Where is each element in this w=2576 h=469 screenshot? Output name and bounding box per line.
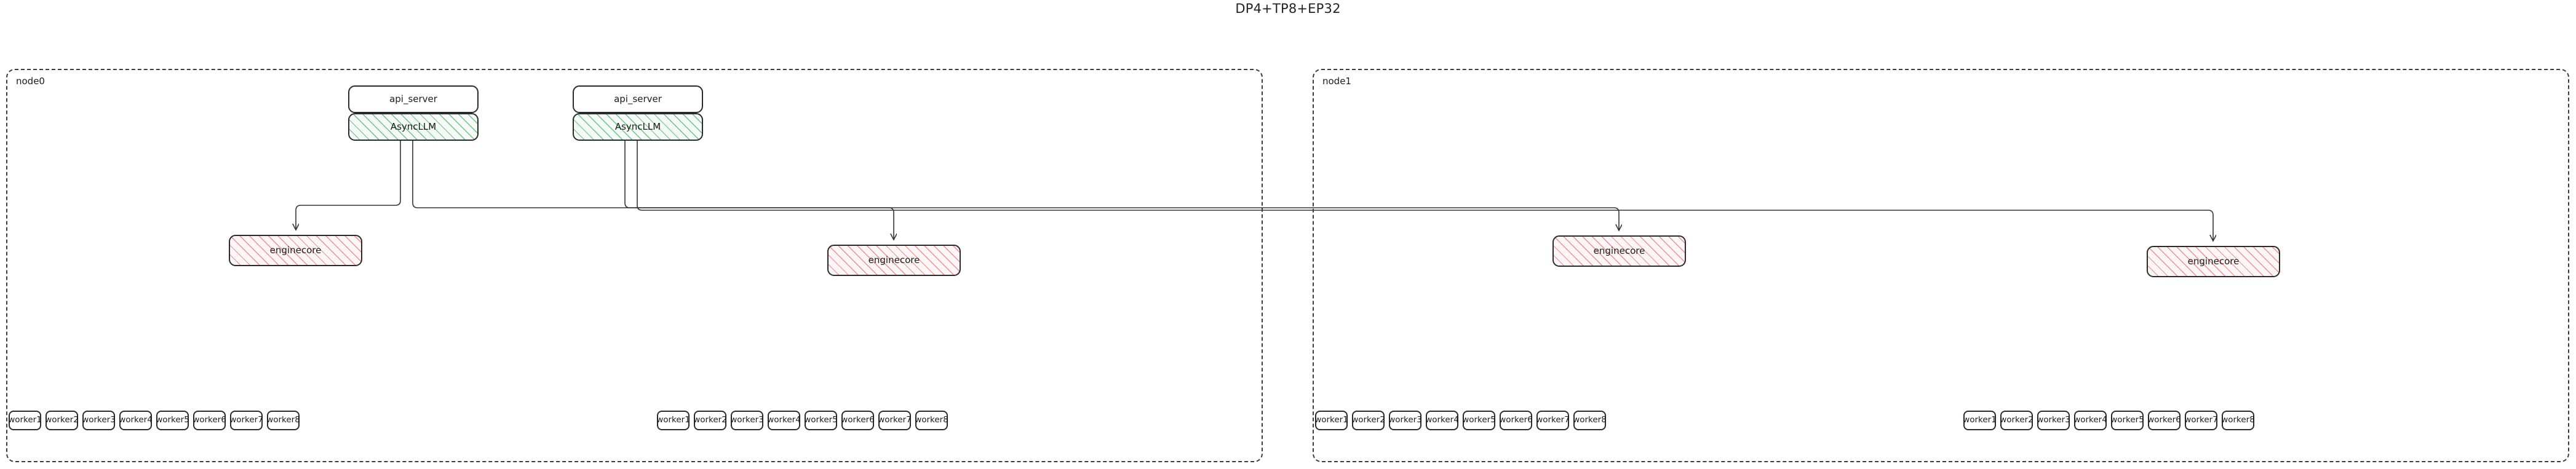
worker-box-node0-1-3-label: worker4 [767, 415, 801, 425]
enginecore-box-node1-0-label: enginecore [1593, 245, 1645, 256]
node-group-node1: node1 [1313, 69, 2569, 462]
worker-box-node0-1-4-label: worker5 [804, 415, 838, 425]
worker-box-node0-0-1-label: worker2 [45, 415, 79, 425]
worker-box-node1-0-5[interactable]: worker6 [1499, 411, 1533, 430]
worker-box-node0-0-2-label: worker3 [82, 415, 116, 425]
worker-box-node0-0-7-label: worker8 [266, 415, 300, 425]
worker-box-node0-1-1[interactable]: worker2 [693, 411, 727, 430]
worker-box-node1-0-4-label: worker5 [1462, 415, 1496, 425]
enginecore-box-node0-1-label: enginecore [868, 254, 920, 266]
worker-box-node1-0-0[interactable]: worker1 [1314, 411, 1348, 430]
worker-box-node1-0-7-label: worker8 [1573, 415, 1607, 425]
worker-box-node0-0-0[interactable]: worker1 [8, 411, 42, 430]
worker-box-node0-0-2[interactable]: worker3 [82, 411, 116, 430]
worker-box-node1-1-5[interactable]: worker6 [2147, 411, 2181, 430]
asyncllm-box-node0-0-label: AsyncLLM [390, 121, 437, 132]
node-group-node0: node0 [6, 69, 1263, 462]
node-label-node0: node0 [16, 76, 45, 87]
worker-box-node1-0-7[interactable]: worker8 [1573, 411, 1607, 430]
enginecore-box-node1-0[interactable]: enginecore [1552, 235, 1686, 267]
worker-box-node1-0-4[interactable]: worker5 [1462, 411, 1496, 430]
worker-box-node0-1-2[interactable]: worker3 [730, 411, 764, 430]
worker-box-node1-1-6[interactable]: worker7 [2184, 411, 2218, 430]
worker-box-node0-1-1-label: worker2 [693, 415, 727, 425]
worker-box-node0-0-6[interactable]: worker7 [229, 411, 263, 430]
worker-box-node0-0-3[interactable]: worker4 [119, 411, 153, 430]
enginecore-box-node1-1[interactable]: enginecore [2147, 246, 2280, 277]
worker-box-node0-1-4[interactable]: worker5 [804, 411, 838, 430]
worker-box-node1-1-6-label: worker7 [2184, 415, 2218, 425]
worker-box-node0-1-2-label: worker3 [730, 415, 764, 425]
worker-box-node1-0-3[interactable]: worker4 [1425, 411, 1459, 430]
worker-box-node1-0-6[interactable]: worker7 [1536, 411, 1570, 430]
asyncllm-box-node0-0[interactable]: AsyncLLM [348, 113, 479, 141]
worker-box-node0-0-3-label: worker4 [119, 415, 153, 425]
worker-box-node1-1-4-label: worker5 [2110, 415, 2144, 425]
worker-box-node1-1-7-label: worker8 [2221, 415, 2255, 425]
worker-box-node0-0-4[interactable]: worker5 [156, 411, 189, 430]
worker-box-node1-0-3-label: worker4 [1425, 415, 1459, 425]
worker-box-node1-0-2-label: worker3 [1388, 415, 1422, 425]
api-server-box-node0-1[interactable]: api_server [573, 85, 703, 113]
worker-box-node0-1-5-label: worker6 [841, 415, 875, 425]
worker-box-node0-1-7-label: worker8 [915, 415, 948, 425]
api-server-box-node0-0-label: api_server [389, 93, 437, 104]
worker-box-node0-1-0-label: worker1 [656, 415, 690, 425]
enginecore-box-node0-0-label: enginecore [269, 245, 322, 256]
enginecore-box-node0-0[interactable]: enginecore [229, 235, 362, 266]
worker-box-node0-0-5-label: worker6 [193, 415, 226, 425]
worker-box-node0-1-6[interactable]: worker7 [878, 411, 912, 430]
worker-box-node1-0-6-label: worker7 [1536, 415, 1570, 425]
enginecore-box-node0-1[interactable]: enginecore [827, 245, 961, 276]
worker-box-node0-0-4-label: worker5 [156, 415, 189, 425]
worker-box-node1-0-0-label: worker1 [1314, 415, 1348, 425]
worker-box-node0-1-0[interactable]: worker1 [656, 411, 690, 430]
worker-box-node1-1-0-label: worker1 [1963, 415, 1997, 425]
worker-box-node1-1-7[interactable]: worker8 [2221, 411, 2255, 430]
worker-box-node1-1-5-label: worker6 [2147, 415, 2181, 425]
worker-box-node1-0-5-label: worker6 [1499, 415, 1533, 425]
worker-box-node1-1-1[interactable]: worker2 [2000, 411, 2033, 430]
asyncllm-box-node0-1-label: AsyncLLM [614, 121, 661, 132]
worker-box-node1-1-2-label: worker3 [2037, 415, 2070, 425]
worker-box-node0-1-3[interactable]: worker4 [767, 411, 801, 430]
worker-box-node1-1-2[interactable]: worker3 [2037, 411, 2070, 430]
worker-box-node1-0-1[interactable]: worker2 [1351, 411, 1385, 430]
worker-box-node0-0-7[interactable]: worker8 [266, 411, 300, 430]
worker-box-node0-1-6-label: worker7 [878, 415, 912, 425]
worker-box-node0-0-6-label: worker7 [229, 415, 263, 425]
worker-box-node0-1-7[interactable]: worker8 [915, 411, 948, 430]
worker-box-node0-0-1[interactable]: worker2 [45, 411, 79, 430]
enginecore-box-node1-1-label: enginecore [2187, 256, 2240, 267]
worker-box-node0-0-5[interactable]: worker6 [193, 411, 226, 430]
api-server-box-node0-0[interactable]: api_server [348, 85, 479, 113]
asyncllm-box-node0-1[interactable]: AsyncLLM [573, 113, 703, 141]
worker-box-node1-1-4[interactable]: worker5 [2110, 411, 2144, 430]
worker-box-node1-1-1-label: worker2 [2000, 415, 2033, 425]
worker-box-node1-0-1-label: worker2 [1351, 415, 1385, 425]
diagram-title: DP4+TP8+EP32 [1235, 1, 1341, 16]
node-label-node1: node1 [1322, 76, 1351, 87]
worker-box-node1-1-3-label: worker4 [2073, 415, 2107, 425]
api-server-box-node0-1-label: api_server [614, 93, 662, 104]
worker-box-node1-1-3[interactable]: worker4 [2073, 411, 2107, 430]
worker-box-node0-1-5[interactable]: worker6 [841, 411, 875, 430]
worker-box-node1-0-2[interactable]: worker3 [1388, 411, 1422, 430]
worker-box-node0-0-0-label: worker1 [8, 415, 42, 425]
worker-box-node1-1-0[interactable]: worker1 [1963, 411, 1997, 430]
